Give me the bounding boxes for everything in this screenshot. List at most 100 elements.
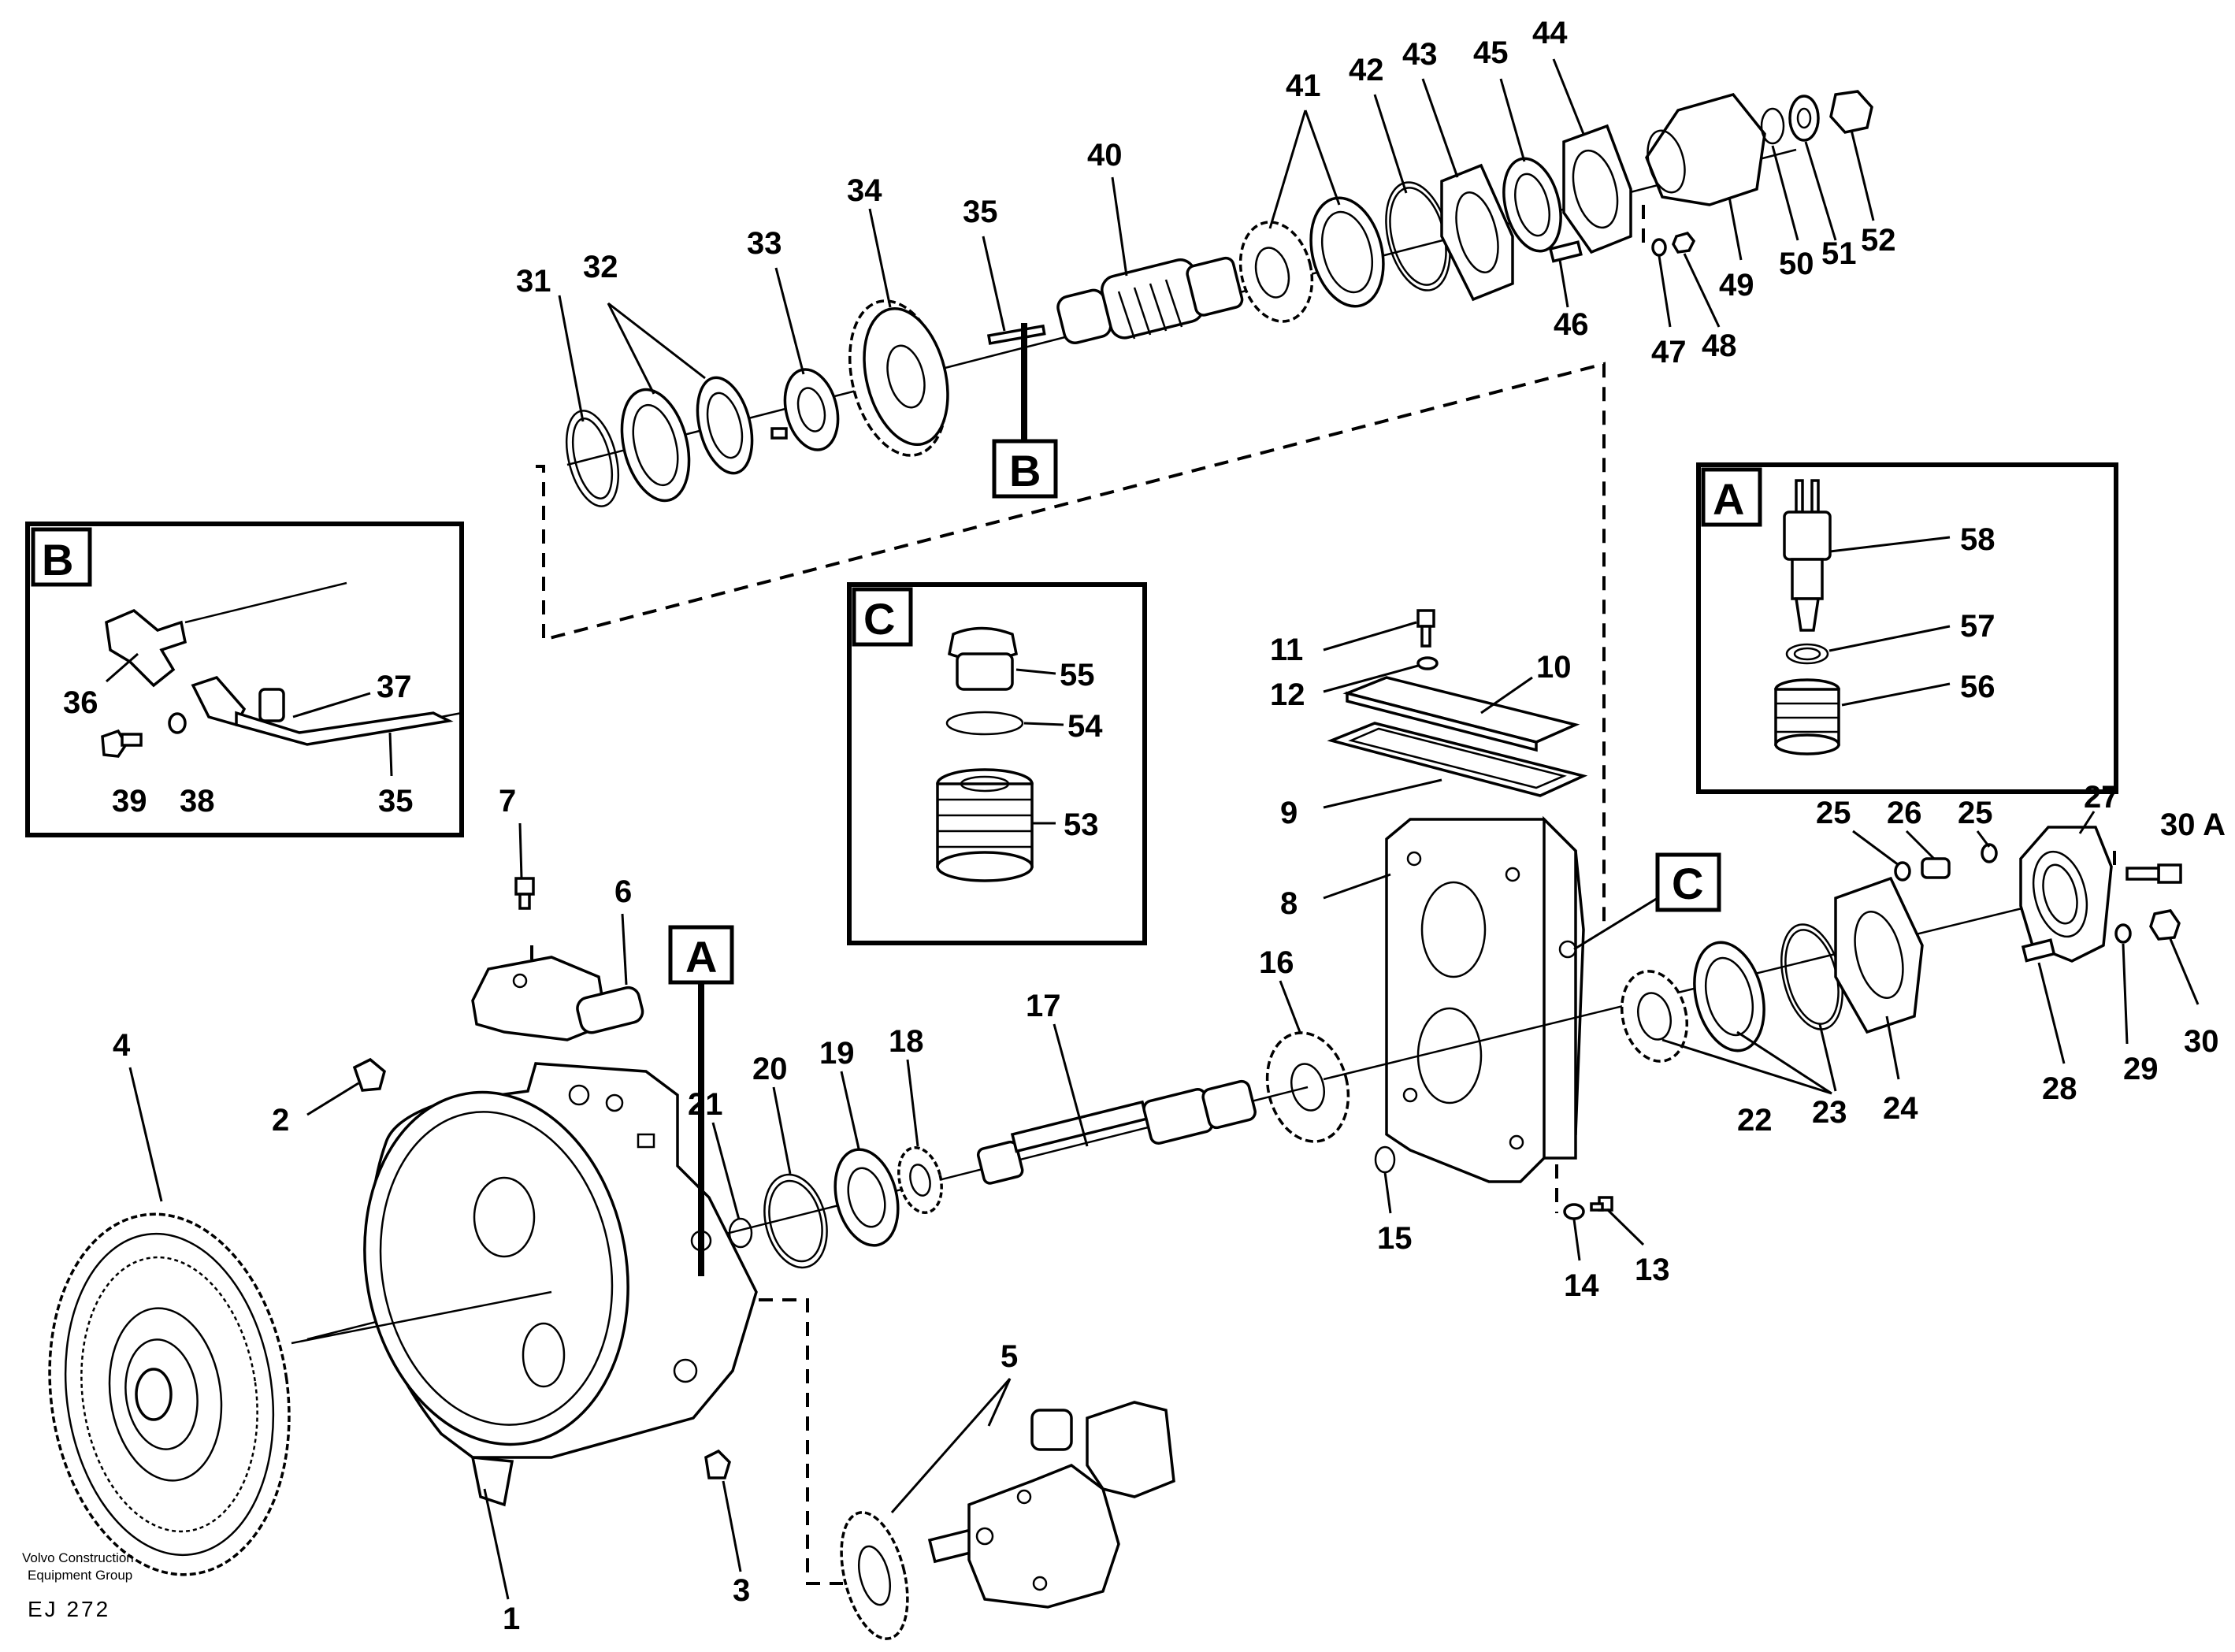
svg-text:A: A <box>685 932 717 982</box>
callout-42: 42 <box>1349 53 1384 87</box>
callout-numbers: 1 2 3 4 5 6 7 8 9 10 11 12 13 14 15 16 1… <box>63 16 2226 1636</box>
callout-52: 52 <box>1861 223 1896 258</box>
part-28-bolt <box>2021 938 2056 963</box>
part-6-bracket <box>471 956 644 1041</box>
callout-51: 51 <box>1821 236 1857 271</box>
part-57-washer <box>1785 643 1829 665</box>
detail-box-a: A <box>1696 462 2118 794</box>
callout-48: 48 <box>1702 329 1737 363</box>
part-22-bearing <box>1620 941 1765 1063</box>
part-21-o-ring <box>728 1217 753 1249</box>
detail-box-a-tag: A <box>1713 474 1744 524</box>
part-39-bolt <box>101 729 143 758</box>
part-9-gasket <box>1327 722 1588 797</box>
detail-box-b-tag: B <box>42 535 73 585</box>
callout-9: 9 <box>1280 796 1298 830</box>
part-58-sensor <box>1783 479 1832 632</box>
callout-18: 18 <box>889 1024 924 1059</box>
detail-box-b: B <box>25 522 464 837</box>
part-1-bell-housing <box>363 1062 758 1507</box>
bell-housing-assembly <box>48 877 1175 1640</box>
callout-1: 1 <box>503 1602 520 1636</box>
callout-16: 16 <box>1259 945 1294 980</box>
part-24-gasket <box>1834 876 1924 1034</box>
part-15-o-ring <box>1374 1145 1396 1174</box>
part-18-bearing <box>897 1146 943 1214</box>
callout-47: 47 <box>1651 335 1687 369</box>
part-3-drain-plug <box>704 1449 731 1479</box>
callout-54: 54 <box>1067 709 1103 744</box>
callout-29: 29 <box>2123 1052 2159 1086</box>
callout-57: 57 <box>1960 609 1996 644</box>
part-36-elbow-fitting <box>105 581 347 688</box>
part-5-pump <box>840 1401 1175 1640</box>
drawing-code: EJ 272 <box>28 1597 110 1621</box>
part-19-bearing <box>833 1148 900 1247</box>
callout-30: 30 <box>2184 1024 2219 1059</box>
top-shaft-assembly <box>566 90 1873 507</box>
part-33-collar <box>770 368 840 451</box>
part-40-shaft <box>1056 256 1244 344</box>
part-25-26-washer-nipple <box>1894 843 1998 882</box>
callout-34: 34 <box>847 173 882 208</box>
callout-43: 43 <box>1402 37 1438 72</box>
part-30-nut <box>2149 909 2181 941</box>
callout-40: 40 <box>1087 138 1123 173</box>
callout-35b: 35 <box>378 784 414 819</box>
part-38-washer <box>168 712 187 734</box>
part-35-pin <box>986 324 1046 345</box>
callout-4: 4 <box>113 1028 131 1063</box>
right-bearing-assembly <box>1323 826 2182 1081</box>
callout-45: 45 <box>1473 35 1509 70</box>
company-line-1: Volvo Construction <box>22 1550 134 1565</box>
front-shaft-assembly <box>306 1079 1309 1341</box>
part-45-bearing-ring <box>1502 157 1562 253</box>
callout-32: 32 <box>583 250 618 284</box>
callout-15: 15 <box>1377 1221 1413 1256</box>
footer: Volvo Construction Equipment Group EJ 27… <box>22 1550 134 1621</box>
part-17-shaft <box>976 1079 1257 1185</box>
part-2-breather <box>352 1057 386 1092</box>
callout-46: 46 <box>1554 307 1589 342</box>
callout-50: 50 <box>1779 247 1814 281</box>
part-43-gasket <box>1440 163 1514 302</box>
callout-7: 7 <box>499 784 516 819</box>
callout-20: 20 <box>752 1052 788 1086</box>
callout-53: 53 <box>1064 807 1099 842</box>
callout-17: 17 <box>1026 989 1061 1023</box>
callout-11: 11 <box>1270 633 1303 667</box>
callout-27: 27 <box>2084 780 2119 815</box>
callout-24: 24 <box>1883 1091 1918 1126</box>
callout-28: 28 <box>2042 1071 2077 1106</box>
part-7-bolt <box>514 877 535 910</box>
callout-10: 10 <box>1536 650 1572 685</box>
callout-31: 31 <box>516 264 551 299</box>
callout-39: 39 <box>112 784 147 819</box>
part-11-12-screw-washer <box>1416 609 1439 670</box>
callout-21: 21 <box>688 1087 723 1122</box>
part-44-cover <box>1562 124 1632 254</box>
detail-box-c-tag: C <box>863 594 895 644</box>
part-10-cover-plate <box>1342 676 1580 752</box>
svg-text:C: C <box>1672 859 1703 908</box>
part-41-bearing <box>1238 196 1385 323</box>
part-47-48-washer-nut <box>1651 231 1696 257</box>
part-20-snap-ring <box>763 1173 828 1269</box>
company-line-2: Equipment Group <box>28 1568 132 1583</box>
detail-box-c: C <box>847 582 1147 945</box>
callout-44: 44 <box>1532 16 1568 50</box>
part-55-plug <box>947 626 1019 691</box>
part-54-o-ring <box>945 711 1024 736</box>
part-29-washer <box>2114 923 2132 944</box>
callout-3: 3 <box>733 1573 750 1608</box>
part-37-pipe-fitting <box>191 675 462 746</box>
callout-55: 55 <box>1060 658 1095 692</box>
callout-22: 22 <box>1737 1103 1773 1138</box>
callout-12: 12 <box>1270 678 1305 712</box>
part-32-bearing <box>620 376 754 503</box>
callout-38: 38 <box>180 784 215 819</box>
part-27-flange <box>2019 826 2113 963</box>
callout-56: 56 <box>1960 670 1996 704</box>
leader-lines <box>106 58 2200 1600</box>
